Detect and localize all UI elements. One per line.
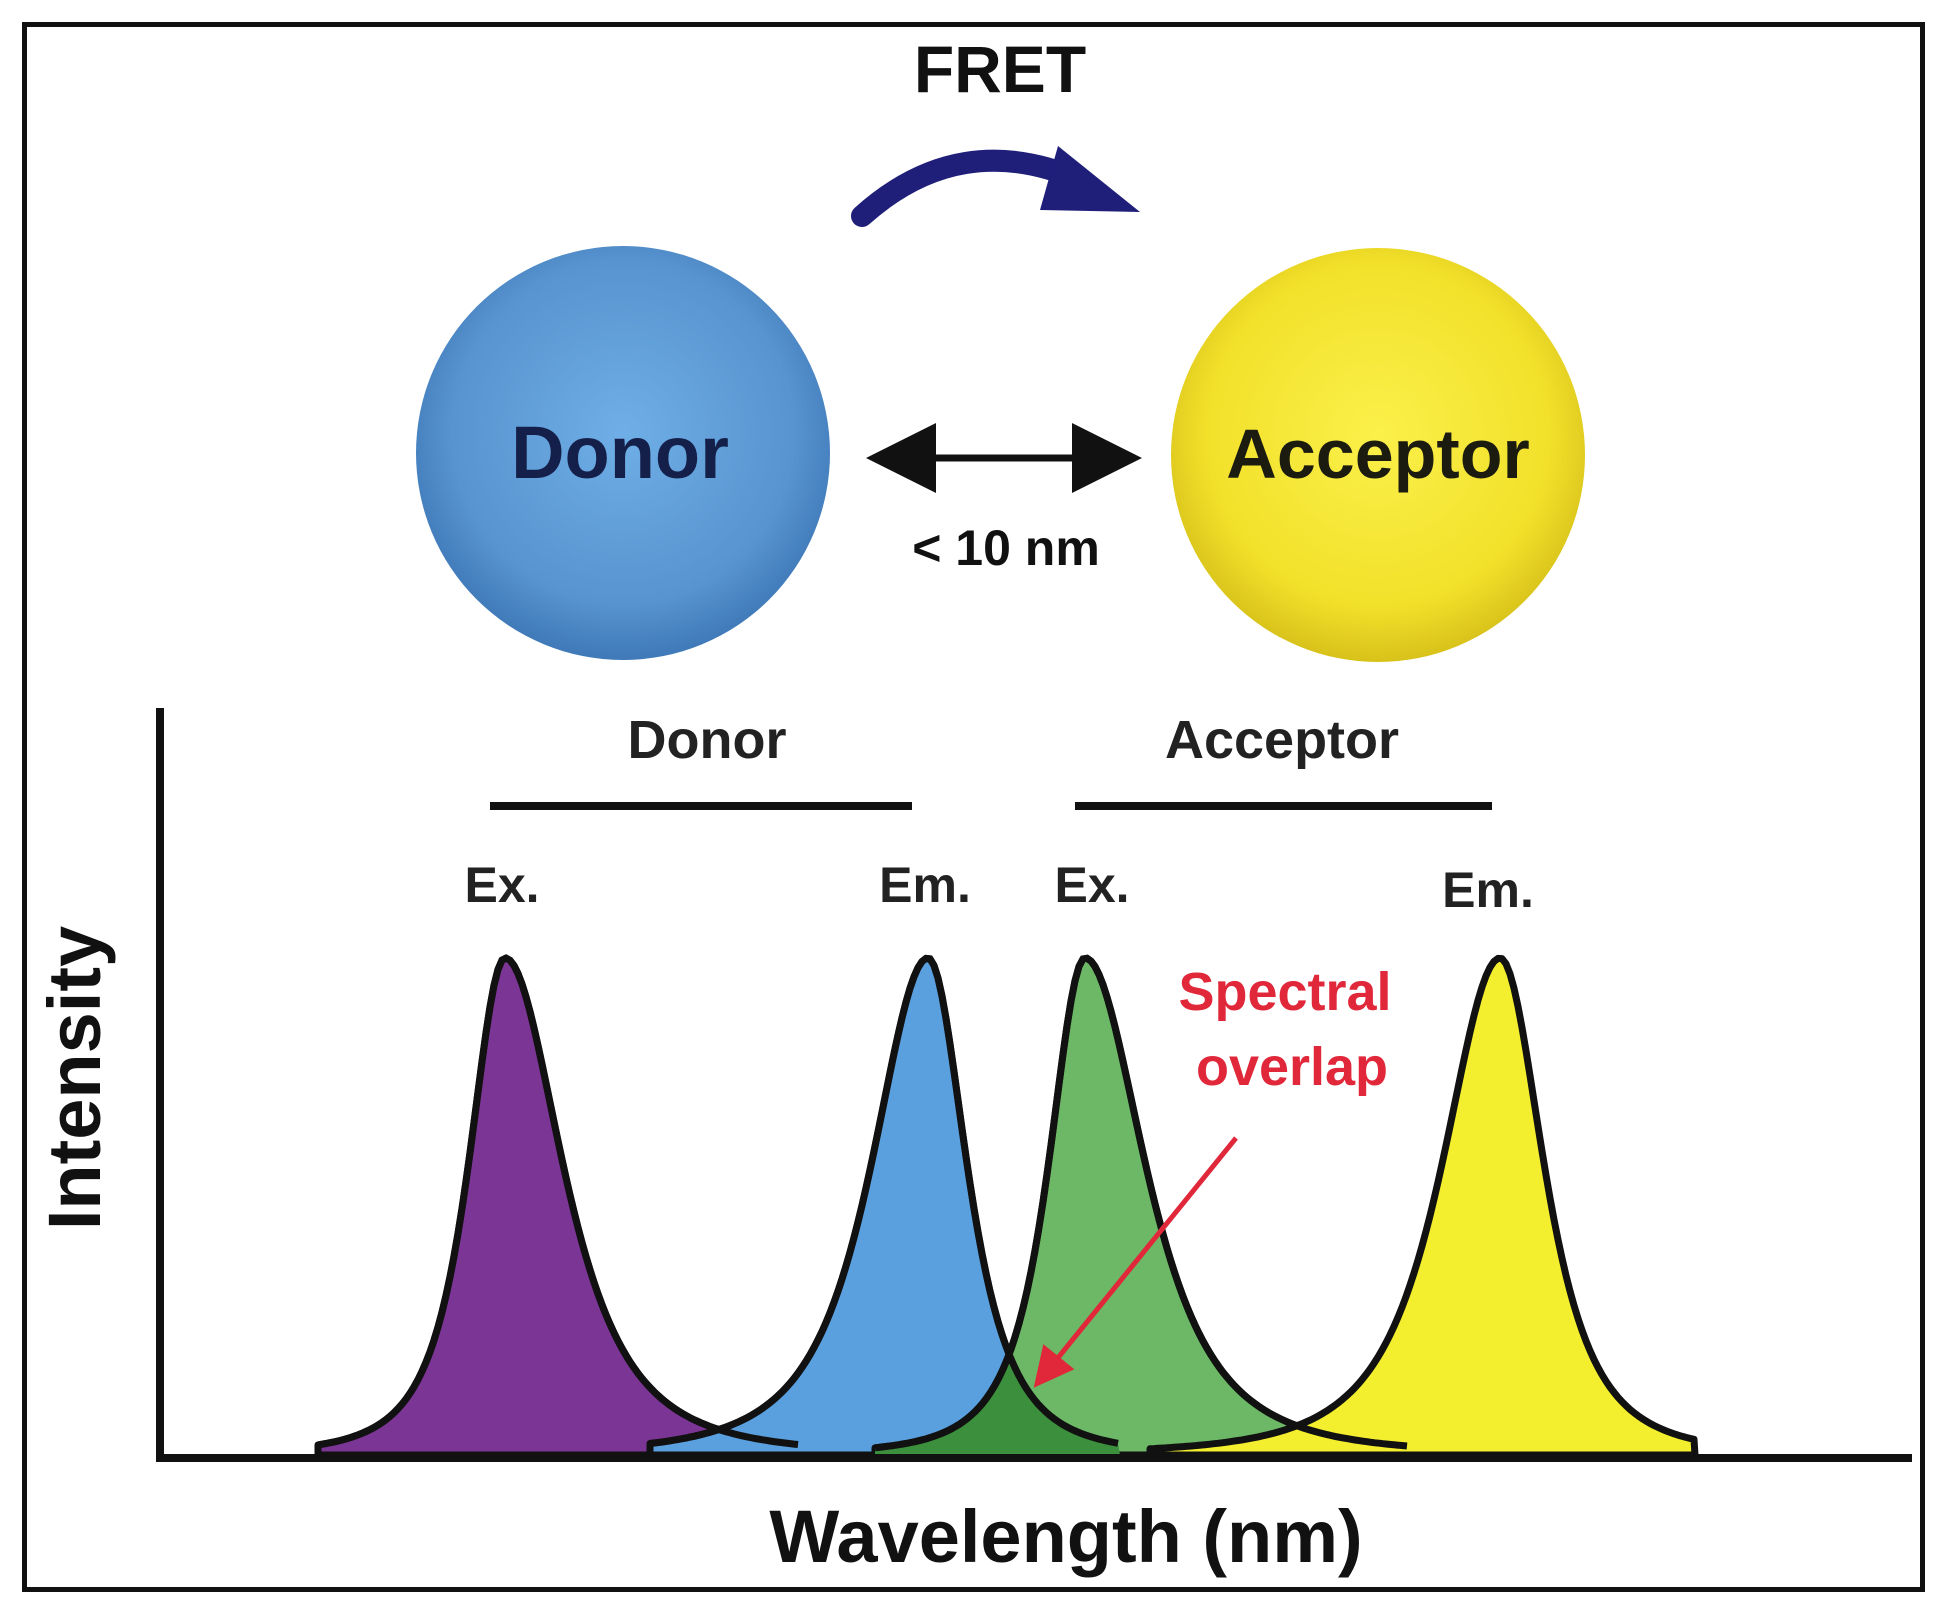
- spectra-plot: Donor Acceptor Ex. Em. Ex. Em. Spectral …: [33, 708, 1912, 1578]
- y-axis-label: Intensity: [33, 926, 116, 1230]
- acceptor-circle: [1171, 248, 1585, 662]
- spectral-overlap-label-line2: overlap: [1196, 1037, 1388, 1097]
- acceptor-excitation-outline: [874, 954, 1408, 1452]
- acceptor-em-label: Em.: [1442, 862, 1534, 918]
- acceptor-circle-label: Acceptor: [1226, 415, 1529, 493]
- donor-circle: [416, 246, 830, 660]
- donor-excitation-curve: [314, 954, 804, 1459]
- fret-label: FRET: [914, 32, 1086, 106]
- donor-circle-label: Donor: [511, 411, 729, 494]
- acceptor-spectra-header: Acceptor: [1165, 710, 1399, 770]
- spectral-overlap-label-line1: Spectral: [1178, 962, 1391, 1022]
- fret-transfer-arrow-icon: [851, 146, 1140, 227]
- x-axis-label: Wavelength (nm): [769, 1495, 1362, 1578]
- acceptor-emission-curve: [1146, 954, 1699, 1459]
- donor-ex-label: Ex.: [464, 857, 539, 913]
- spectral-overlap-arrow-icon: [1033, 1136, 1238, 1388]
- distance-label: < 10 nm: [912, 520, 1100, 576]
- acceptor-ex-label: Ex.: [1054, 857, 1129, 913]
- donor-em-label: Em.: [879, 857, 971, 913]
- donor-spectra-header: Donor: [628, 710, 787, 770]
- donor-emission-outline: [649, 954, 1119, 1447]
